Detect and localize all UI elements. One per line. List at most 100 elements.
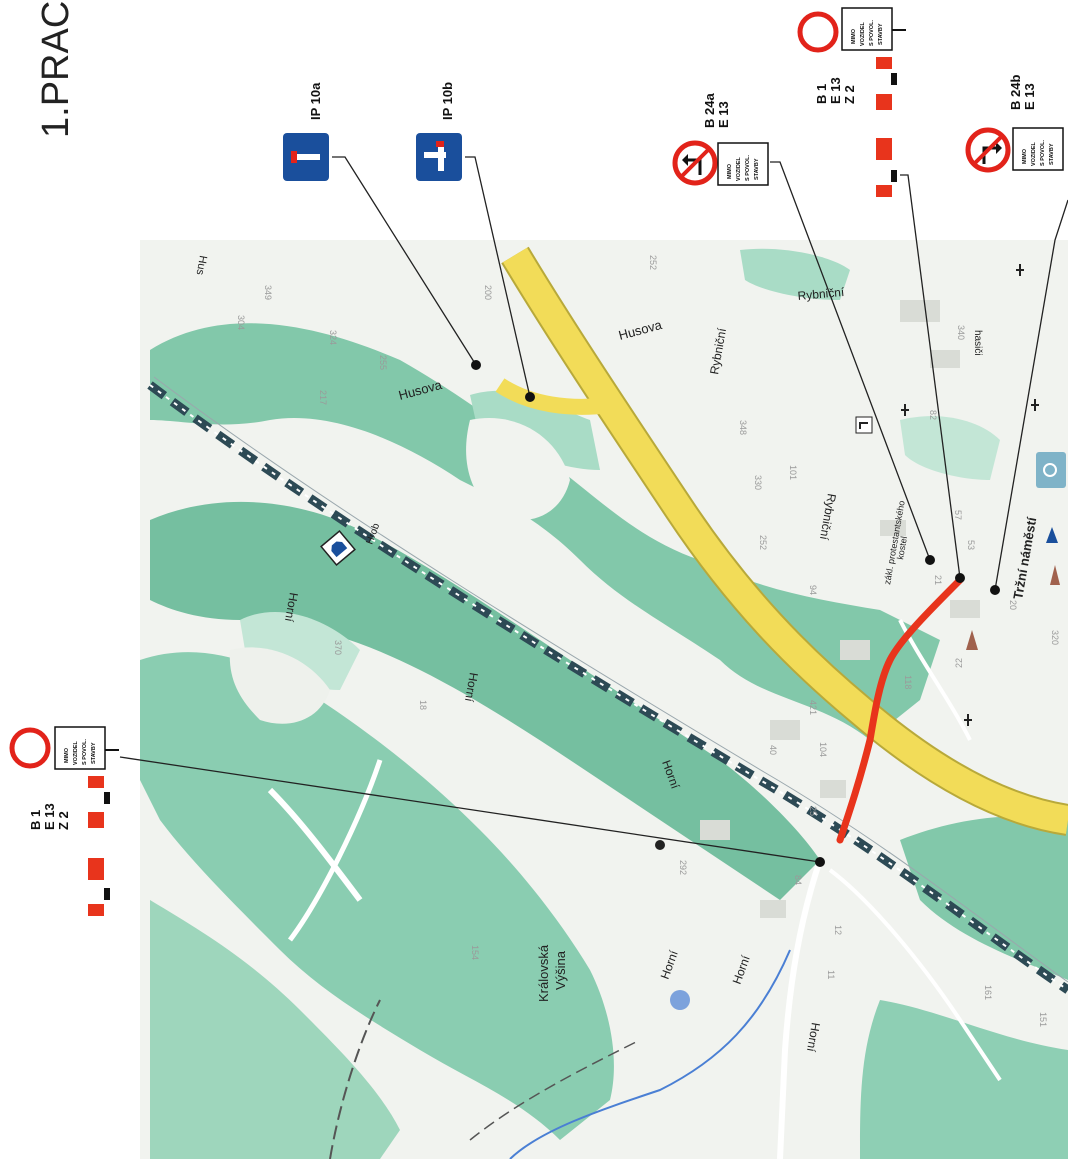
street-label: Horní [462, 671, 481, 703]
plate-line: S POVOL. [869, 20, 875, 46]
forest-area-east [900, 816, 1068, 980]
house-number: 200 [483, 285, 493, 300]
house-number: 25 [808, 806, 818, 816]
no-vehicles-sign-icon [797, 11, 839, 53]
sign-b24b: MIMO VOZIDEL S POVOL. STAVBY B 24b E 13 [965, 75, 1064, 173]
railway-edge [153, 376, 1068, 983]
house-number: 11 [826, 970, 836, 979]
plate-line: MIMO [851, 28, 857, 44]
house-number: 57 [953, 510, 963, 520]
minor-road [287, 759, 383, 942]
house-number: 349 [263, 285, 273, 300]
fountain-icon [655, 840, 665, 850]
house-number: 304 [236, 315, 246, 330]
minor-road [828, 868, 1002, 1082]
building-blocks [700, 300, 980, 918]
plate-line: VOZIDEL [1031, 142, 1037, 166]
street-label: Výšina [553, 950, 568, 990]
house-number: 320 [1050, 630, 1060, 645]
street-label: Rybniční [797, 285, 845, 303]
house-number: 421 [808, 700, 818, 715]
leader-b24b [994, 199, 1068, 591]
e13-plate: MIMO VOZIDEL S POVOL. STAVBY [717, 142, 769, 186]
house-number: 82 [928, 410, 938, 420]
plate-line: VOZIDEL [73, 741, 79, 765]
plate-line: MIMO [1022, 148, 1028, 164]
plate-line: STAVBY [91, 742, 97, 764]
monument-icon [320, 530, 356, 566]
house-number: 252 [648, 255, 658, 270]
house-number: 348 [738, 420, 748, 435]
sign-b1-top: MIMO VOZIDEL S POVOL. STAVBY B 1 E 13 Z … [797, 7, 906, 197]
playground-icon [670, 990, 690, 1010]
sign-b1-left: MIMO VOZIDEL S POVOL. STAVBY B 1 E 13 Z … [9, 726, 119, 916]
barrier-z2-icon [88, 776, 110, 916]
tower-icon [1050, 565, 1060, 585]
sign-code: B 24b [1008, 75, 1023, 110]
sign-code: Z 2 [56, 811, 71, 830]
street-label: kostel [895, 535, 909, 560]
house-number: 40 [768, 745, 778, 755]
house-number: 340 [956, 325, 966, 340]
stream [509, 949, 791, 1159]
sign-code: E 13 [1022, 83, 1037, 110]
minor-road [267, 787, 363, 902]
anchor-dot [925, 555, 935, 565]
sign-code: E 13 [42, 803, 57, 830]
house-number: 104 [818, 742, 828, 757]
plate-line: STAVBY [754, 158, 760, 180]
leader-lines [119, 156, 1068, 863]
house-number: 101 [788, 465, 798, 480]
e13-plate: MIMO VOZIDEL S POVOL. STAVBY [1012, 127, 1064, 171]
house-number: 20 [1008, 600, 1018, 610]
plate-line: VOZIDEL [860, 22, 866, 46]
plate-line: S POVOL. [82, 739, 88, 765]
tower-icon [966, 630, 978, 650]
anchor-dot [815, 857, 825, 867]
house-number: 324 [328, 330, 338, 345]
street-label: Královská [536, 944, 551, 1002]
anchor-dot [955, 573, 965, 583]
forest-area-south [150, 501, 820, 900]
leader-b1-top [900, 174, 961, 579]
tree-marker-icon [1031, 399, 1039, 411]
house-numbers: 349 304 324 255 200 217 252 348 101 330 … [236, 255, 1060, 1027]
church-icon [1046, 527, 1058, 543]
plate-line: STAVBY [878, 23, 884, 45]
house-number: 21 [933, 575, 943, 585]
street-label: Horní [804, 1021, 823, 1053]
house-number: 53 [966, 540, 976, 550]
main-road-husova-fill [502, 247, 1068, 834]
barrier-z2-icon [876, 57, 897, 197]
plate-line: VOZIDEL [736, 157, 742, 181]
house-number: 292 [678, 860, 688, 875]
plate-line: STAVBY [1049, 143, 1055, 165]
minor-road [777, 859, 823, 1159]
map-pois [320, 264, 1066, 1010]
sign-code: IP 10b [440, 82, 455, 120]
sign-code: IP 10a [308, 82, 323, 120]
sign-code: E 13 [828, 77, 843, 104]
sign-code: B 24a [702, 93, 717, 128]
street-label: hasiči [972, 330, 983, 356]
house-number: 161 [983, 985, 993, 1000]
meadow-lobe [466, 418, 570, 520]
sign-code: Z 2 [842, 85, 857, 104]
house-number: 18 [418, 700, 428, 710]
forest-patch-north [740, 248, 850, 300]
fire-station-icon [1036, 452, 1066, 488]
turn-restriction-map-icon [855, 416, 873, 434]
house-number: 330 [753, 475, 763, 490]
sign-ip10a: IP 10a [283, 82, 329, 181]
tree-marker-icon [901, 404, 909, 416]
footpath [329, 999, 381, 1159]
plate-line: S POVOL. [1040, 140, 1046, 166]
house-number: 22 [954, 658, 964, 668]
house-number: 252 [758, 535, 768, 550]
leader-dots [471, 360, 1000, 867]
road-closure-section [836, 576, 964, 844]
house-number: 370 [333, 640, 343, 655]
leader-b1-left [119, 756, 821, 863]
leader-b24a [770, 161, 931, 561]
